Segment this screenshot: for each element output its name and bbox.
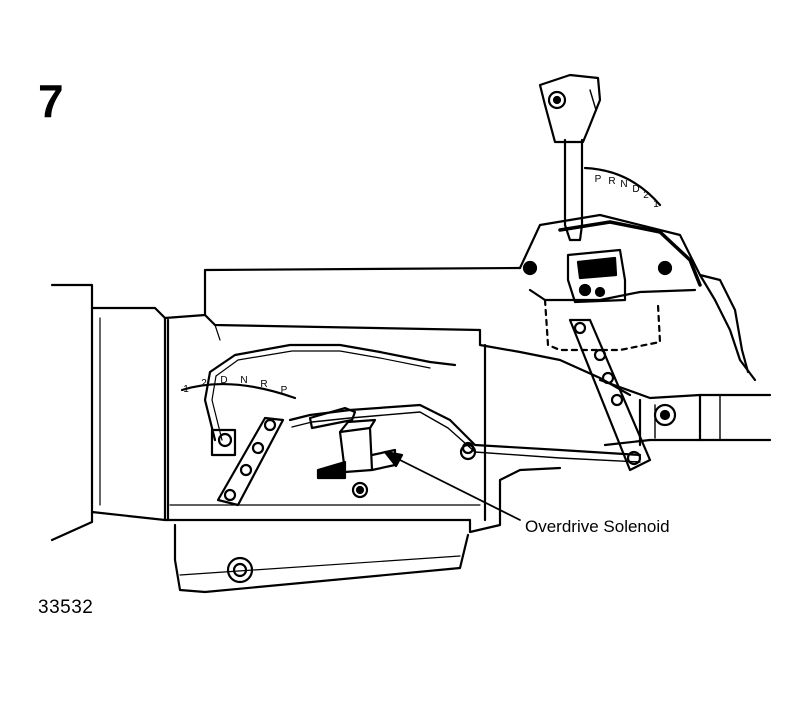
tailshaft-housing — [598, 378, 772, 447]
transmission-case — [163, 266, 632, 534]
drain-plug — [226, 556, 254, 584]
column-shift-arm — [568, 318, 652, 472]
trans-dial-letter-4: R — [260, 379, 267, 390]
trans-dial-letter-5: P — [281, 385, 288, 396]
overdrive-solenoid — [316, 418, 397, 480]
case-bolts — [351, 443, 477, 499]
oil-pan — [173, 523, 470, 594]
column-dial-letter-3: D — [632, 184, 639, 195]
column-dial-letter-0: P — [595, 174, 602, 185]
trans-dial-letter-0: 1 — [183, 384, 189, 395]
steering-column-mount — [518, 213, 757, 382]
callout-leader — [383, 450, 521, 521]
column-dial-letter-4: 2 — [643, 190, 649, 201]
bell-housing — [50, 283, 167, 542]
column-dial-letter-2: N — [620, 179, 627, 190]
trans-dial: 1 2 D N R P — [180, 375, 297, 400]
shift-quadrant — [522, 248, 673, 304]
throttle-cable — [203, 343, 457, 457]
overdrive-solenoid-label: Overdrive Solenoid — [525, 517, 670, 536]
reference-number: 33532 — [38, 597, 94, 618]
trans-dial-letter-1: 2 — [201, 378, 207, 389]
figure-number: 7 — [38, 75, 64, 127]
manual-lever — [216, 416, 285, 507]
trans-dial-letter-2: D — [220, 375, 227, 386]
shift-lever — [538, 73, 602, 242]
trans-dial-letter-3: N — [240, 375, 247, 386]
trans-dial-letters: 1 2 D N R P — [183, 375, 287, 396]
column-dial-letter-5: 1 — [653, 199, 659, 210]
column-dial-letter-1: R — [608, 176, 615, 187]
